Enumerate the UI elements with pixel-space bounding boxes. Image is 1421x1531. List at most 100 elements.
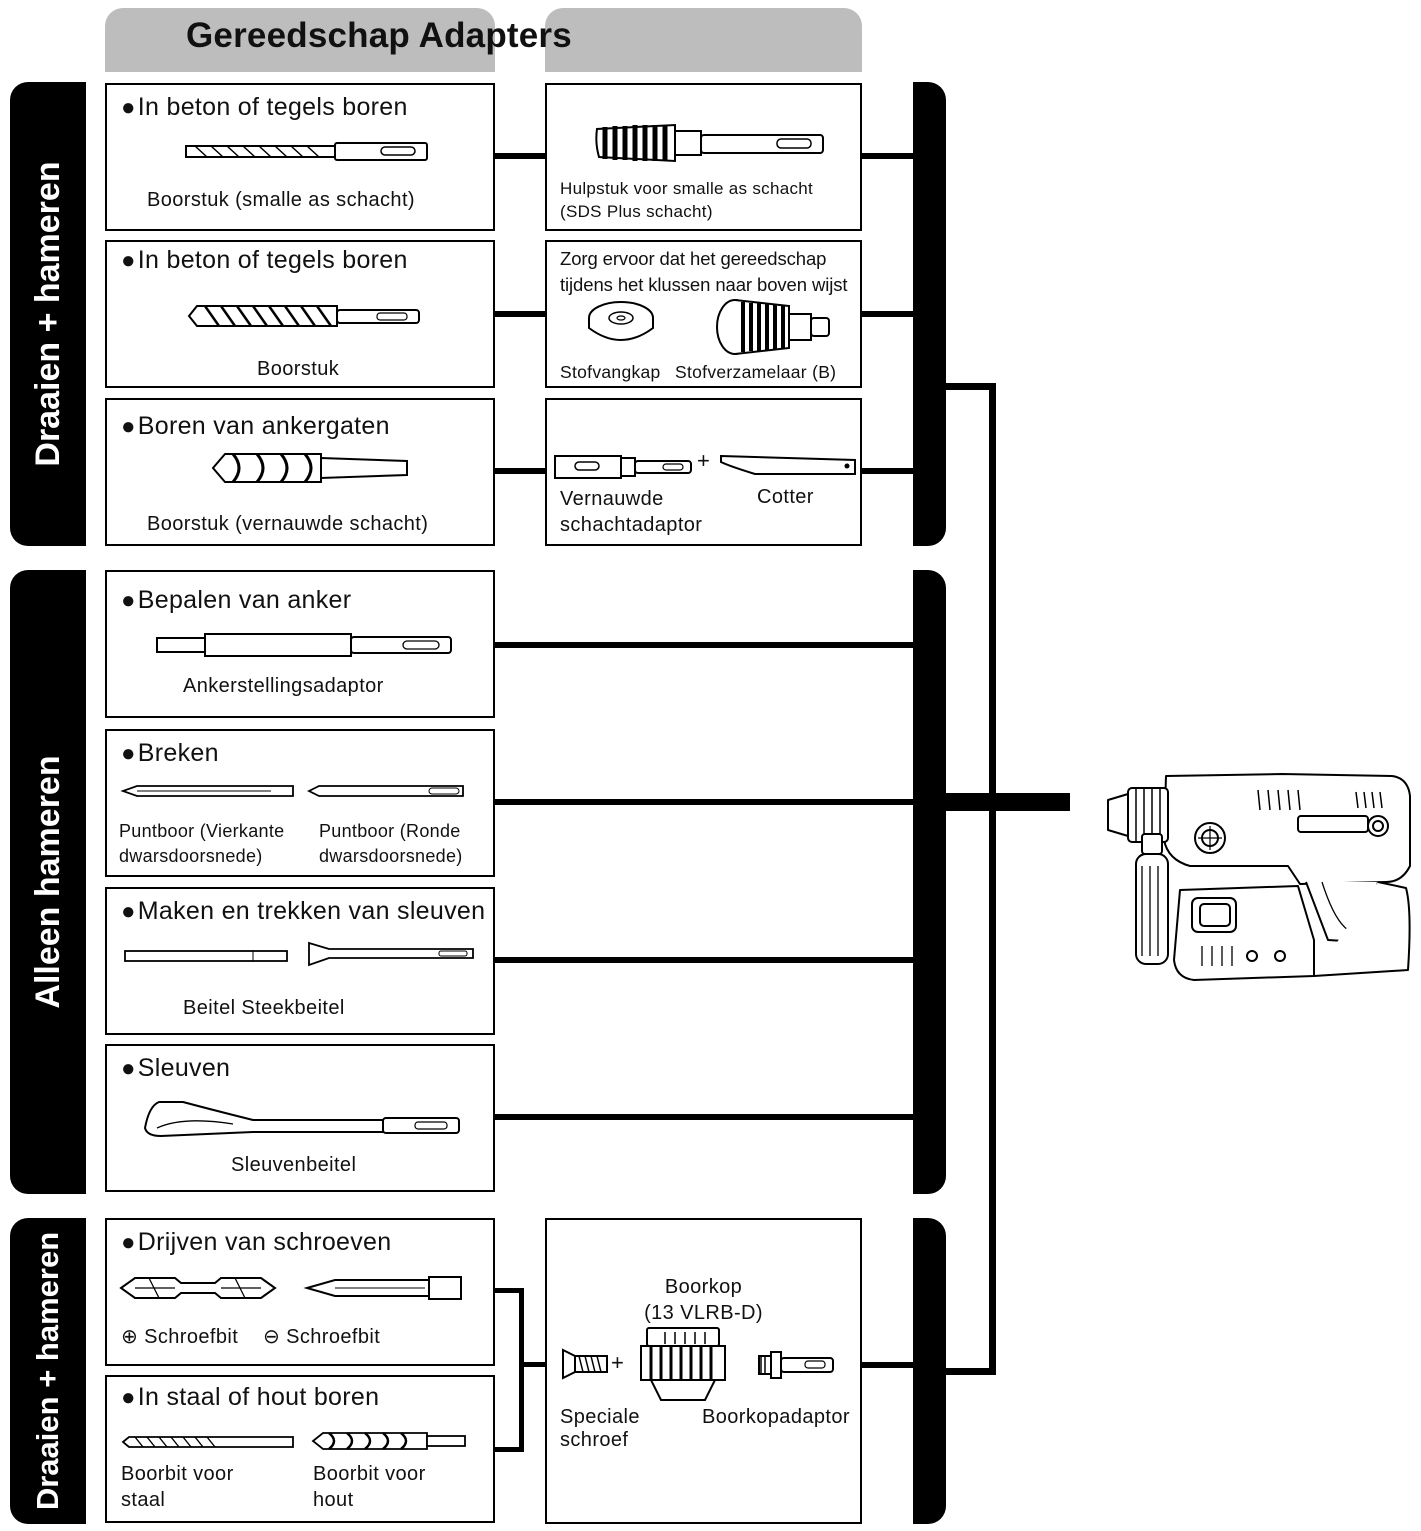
tool-title: ●Boren van ankergaten [121,412,390,440]
tool-title: ●In staal of hout boren [121,1383,380,1411]
anchor-adaptor-illustration [156,633,452,657]
bullet-icon: ● [121,1055,136,1082]
connector-line [860,311,914,317]
bullet-icon: ● [121,1384,136,1411]
scaling-chisel-illustration [308,941,474,967]
taper-adaptor-illustration [554,455,692,479]
adapter-box-sds-adaptor: Hulpstuk voor smalle as schacht (SDS Plu… [545,83,862,231]
band-rotary-hammer-top: Draaien + hameren [10,82,86,546]
adapter-note: Zorg ervoor dat het gereedschap tijdens … [560,248,848,295]
phillips-bit-illustration [119,1277,277,1299]
tool-caption-left: Boorbit voor staal [121,1463,234,1511]
adapter-caption: Hulpstuk voor smalle as schacht (SDS Plu… [560,179,814,221]
band-rotary-hammer-bottom: Draaien + hameren [10,1218,86,1524]
connector-line [494,1114,914,1120]
grooving-chisel-illustration [143,1101,460,1138]
drill-bit-illustration [185,142,428,161]
bullet-icon: ● [121,94,136,121]
tool-caption: Sleuvenbeitel [231,1154,357,1176]
tool-box-steel-wood-drilling: ●In staal of hout boren Boorbit voor sta… [105,1375,495,1523]
connector-line [494,1447,524,1452]
steel-bit-illustration [121,1436,294,1448]
adapter-box-drill-chuck: Boorkop (13 VLRB-D) + Speciale schroef B… [545,1218,862,1524]
tool-box-breaking: ●Breken Puntboor (Vierkante dwarsdoorsne… [105,729,495,877]
bracket-middle [913,570,946,1194]
band-label-rotary-hammer-top: Draaien + hameren [29,161,67,467]
band-label-rotary-hammer-bottom: Draaien + hameren [30,1231,65,1511]
tool-caption-left: Puntboor (Vierkante dwarsdoorsnede) [119,821,285,866]
header-tab-adapters [545,8,862,72]
tool-caption: Beitel Steekbeitel [183,997,345,1019]
phillips-icon: ⊕ [121,1326,139,1348]
dust-collector-illustration [716,299,830,355]
tool-title: ●In beton of tegels boren [121,246,408,274]
band-hammer-only: Alleen hameren [10,570,86,1194]
tool-box-grooving: ●Sleuven Sleuvenbeitel [105,1044,495,1192]
bullet-icon: ● [121,413,136,440]
adapter-box-taper-adaptor: + Vernauwde schachtadaptor Cotter [545,398,862,546]
adapter-caption-left: Stofvangkap [560,362,661,382]
cold-chisel-illustration [124,950,288,962]
dust-cup-illustration [588,301,654,341]
adapter-caption-left: Vernauwde schachtadaptor [560,488,703,536]
adapter-caption-right: Stofverzamelaar (B) [675,362,837,382]
connector-line [494,642,914,648]
connector-line [494,311,546,317]
wood-bit-illustration [311,1432,466,1450]
band-label-hammer-only: Alleen hameren [29,755,67,1009]
connector-line [519,1362,546,1367]
connector-line [494,1288,524,1293]
connector-line [494,153,546,159]
tool-caption-left: ⊕ Schroefbit [121,1326,239,1348]
connector-line [494,468,546,474]
bracket-bottom [913,1218,946,1524]
connector-line [519,1288,524,1452]
bullet-icon: ● [121,898,136,925]
tool-caption: Boorstuk [257,358,340,380]
adapter-caption-right: Cotter [757,486,814,508]
bull-point-round-illustration [306,785,464,797]
sds-adaptor-illustration [595,123,824,163]
tool-box-sds-bit: ●In beton of tegels boren Boorstuk (smal… [105,83,495,231]
taper-bit-illustration [211,453,408,483]
drill-bit-illustration [187,305,420,327]
tool-title: ●Maken en trekken van sleuven [121,897,486,925]
tool-title: ●Breken [121,739,219,767]
slotted-bit-illustration [303,1276,462,1300]
connector-line [494,799,914,805]
tool-title: ●Drijven van schroeven [121,1228,392,1256]
adapter-caption-left: Speciale schroef [560,1406,640,1451]
tool-title: ●In beton of tegels boren [121,93,408,121]
tool-box-chiseling: ●Maken en trekken van sleuven Beitel Ste… [105,887,495,1035]
bus-line [944,383,996,390]
connector-line [860,153,914,159]
tool-box-screw-driving: ●Drijven van schroeven ⊕ Schroefbit ⊖ Sc… [105,1218,495,1366]
connector-line [494,957,914,963]
tool-caption: Ankerstellingsadaptor [183,675,384,697]
bullet-icon: ● [121,1229,136,1256]
bullet-icon: ● [121,247,136,274]
tool-caption: Boorstuk (vernauwde schacht) [147,513,429,535]
bracket-top [913,82,946,546]
tool-box-anchor-setting: ●Bepalen van anker Ankerstellingsadaptor [105,570,495,718]
adapter-caption-right: Boorkopadaptor [702,1406,850,1428]
bullet-icon: ● [121,587,136,614]
chuck-adaptor-illustration [758,1351,834,1379]
adapter-title: Boorkop (13 VLRB-D) [644,1276,763,1324]
bullet-icon: ● [121,740,136,767]
tool-box-drill-bit: ●In beton of tegels boren Boorstuk [105,240,495,388]
tool-caption: Boorstuk (smalle as schacht) [147,189,415,211]
tool-caption-right: Boorbit voor hout [313,1463,426,1511]
header-tab-tools [105,8,495,72]
plus-sign: + [611,1350,625,1375]
connector-line [860,1362,914,1368]
tool-title: ●Bepalen van anker [121,586,352,614]
plus-sign: + [697,448,711,473]
header-title: Gereedschap Adapters [186,16,572,55]
bull-point-square-illustration [120,785,294,797]
tool-caption-right: ⊖ Schroefbit [263,1326,381,1348]
drill-chuck-illustration [640,1327,726,1401]
tool-title: ●Sleuven [121,1054,231,1082]
bus-line [989,383,996,1375]
